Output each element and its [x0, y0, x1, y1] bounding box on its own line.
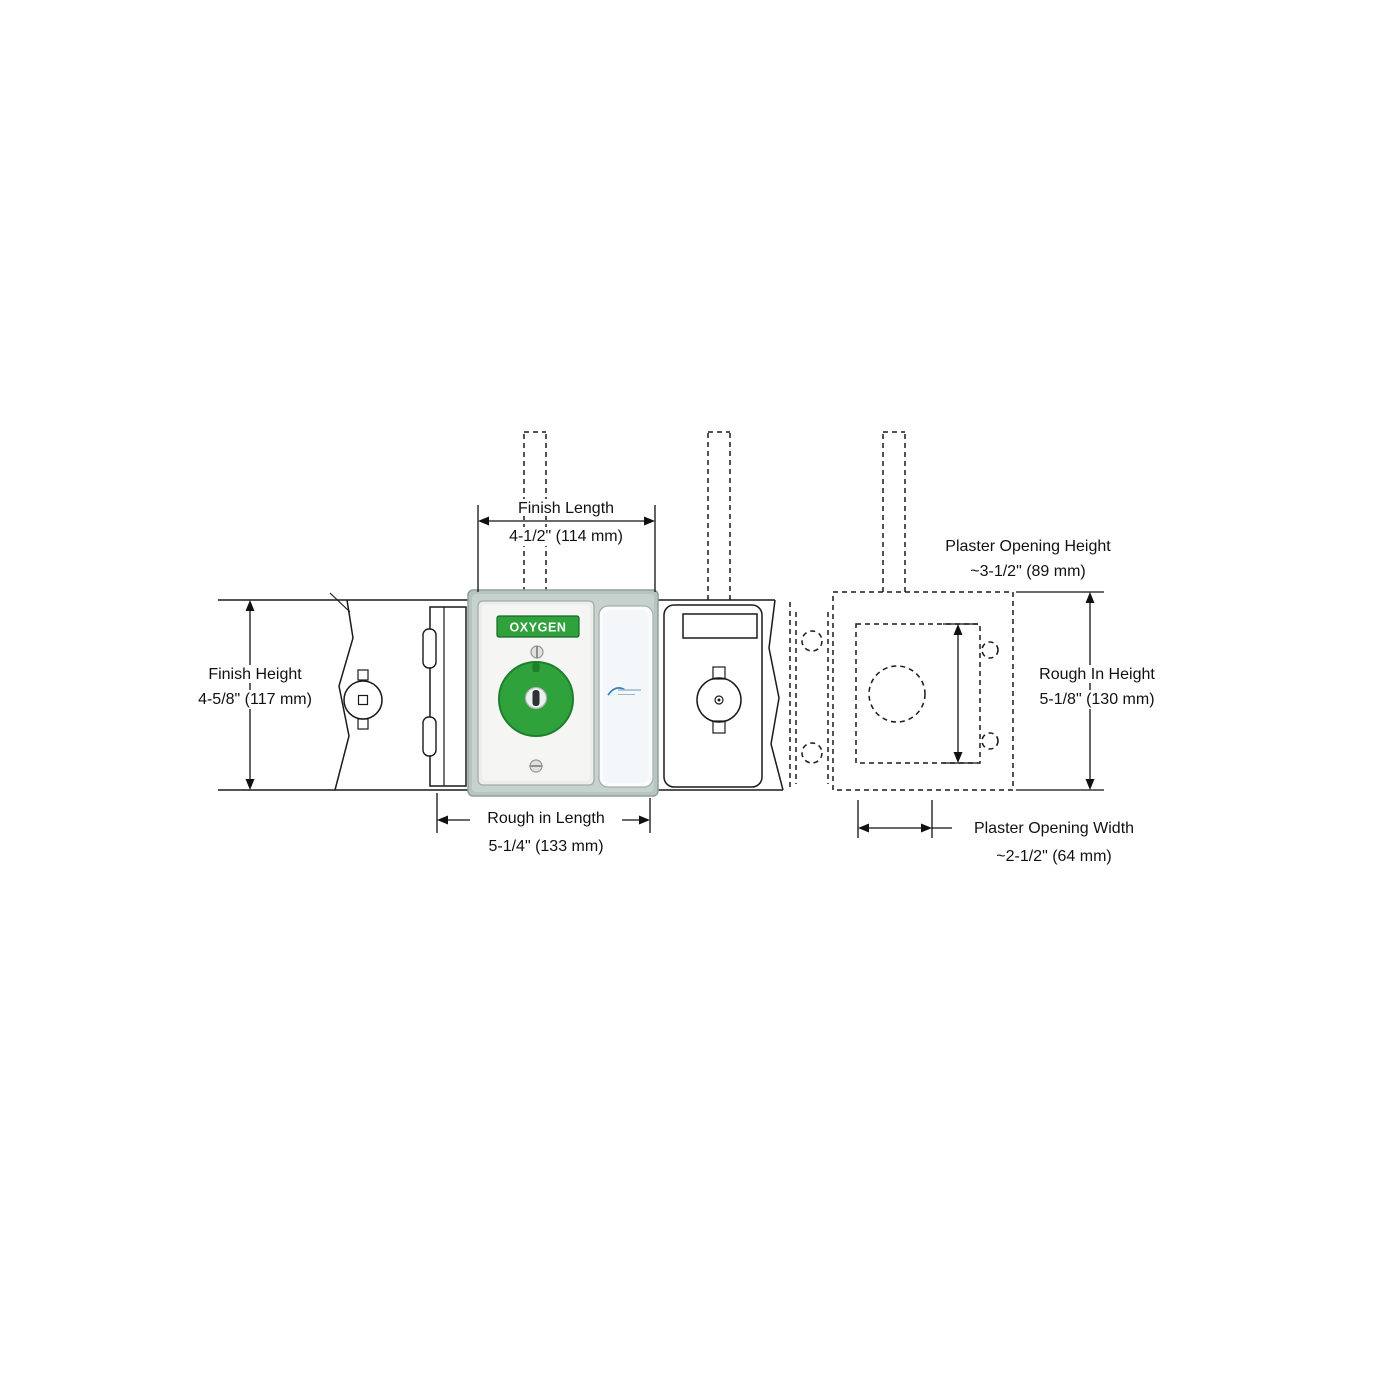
arrowhead-left [858, 823, 869, 833]
latch-panel-tint [603, 610, 649, 783]
arrowhead-left [437, 815, 448, 825]
value-mask [1029, 690, 1166, 709]
finish-length-label: Finish Length [518, 500, 614, 517]
rough-in-box-dashed [832, 591, 1014, 791]
arrowhead-top [953, 624, 963, 635]
finish-length-value: 4-1/2" (114 mm) [509, 528, 623, 545]
index-pin-top [357, 669, 369, 681]
gas-id-label [496, 615, 580, 638]
rough-in-length-dimension: Rough in Length 5-1/4" (133 mm) [436, 793, 651, 855]
outlet-bore-outline [696, 677, 742, 723]
index-pin-bottom [357, 718, 369, 730]
plaster-opening-width-dimension: Plaster Opening Width ~2-1/2" (64 mm) [857, 800, 1134, 865]
arrowhead-right [644, 516, 655, 526]
arrowhead-left [478, 516, 489, 526]
center-dot [717, 698, 721, 702]
finish-height-label: Finish Height [208, 666, 302, 683]
arrowhead-bottom [1085, 779, 1095, 790]
dashed-screw-hole-bottom-right [981, 732, 999, 750]
index-pin-top [712, 666, 726, 680]
dashed-screw-hole-bottom-left [801, 742, 823, 764]
outlet-index-notch [532, 663, 540, 672]
rough-in-length-label: Rough in Length [487, 810, 604, 827]
torn-edge-right [768, 599, 784, 791]
rough-in-height-dimension: Rough In Height 5-1/8" (130 mm) [1016, 591, 1166, 791]
faceplate-outline [663, 604, 763, 788]
label-mask [1032, 665, 1163, 683]
outlet-bore-outline [343, 680, 383, 720]
label-mask [192, 665, 318, 683]
label-mask [470, 808, 622, 827]
arrowhead-right [639, 815, 650, 825]
arrowhead-bottom [953, 752, 963, 763]
plaster-opening-dashed-drawing [789, 591, 1014, 791]
plaster-opening-width-label: Plaster Opening Width [974, 820, 1134, 837]
value-mask [494, 527, 639, 546]
dashed-screw-hole-top-right [981, 641, 999, 659]
left-rough-in-outline [218, 592, 470, 791]
plaster-opening-width-value: ~2-1/2" (64 mm) [996, 848, 1112, 865]
value-mask [187, 690, 324, 709]
right-faceplate-outline [657, 599, 784, 791]
arrowhead-top [1085, 592, 1095, 603]
arrowhead-top [245, 600, 255, 611]
arrowhead-bottom [245, 779, 255, 790]
bracket-slot-bottom [422, 716, 437, 757]
arrowhead-right [921, 823, 932, 833]
outlet-center-slot [532, 690, 540, 706]
torn-edge-tick [329, 592, 351, 613]
bracket-slot-top [422, 628, 437, 669]
mounting-straps [523, 431, 906, 600]
mounting-strap-middle [707, 431, 731, 600]
label-window-outline [682, 613, 758, 639]
center-ring [714, 695, 724, 705]
outlet-bore-dashed [868, 665, 926, 723]
rough-in-length-value: 5-1/4" (133 mm) [488, 838, 603, 855]
plaster-opening-height-dimension: Plaster Opening Height ~3-1/2" (89 mm) [943, 538, 1111, 764]
gas-id-text: OXYGEN [509, 621, 566, 635]
brand-logo-icon [607, 687, 641, 696]
dashed-screw-hole-top-left [801, 630, 823, 652]
finish-length-dimension: Finish Length 4-1/2" (114 mm) [477, 499, 656, 592]
oxygen-outlet-device: OXYGEN [467, 589, 659, 797]
rough-in-height-label: Rough In Height [1039, 666, 1155, 683]
center-key-square [357, 694, 369, 706]
label-mask [498, 499, 634, 516]
finish-height-dimension: Finish Height 4-5/8" (117 mm) [187, 600, 324, 790]
mounting-strap-right [882, 431, 906, 592]
rough-in-height-value: 5-1/8" (130 mm) [1039, 691, 1154, 708]
plaster-opening-height-label: Plaster Opening Height [945, 538, 1111, 555]
mounting-strap-left [523, 431, 547, 592]
index-pin-bottom [712, 720, 726, 734]
finish-height-value: 4-5/8" (117 mm) [198, 691, 312, 708]
plaster-opening-dashed [855, 623, 981, 764]
torn-edge-left [334, 599, 354, 791]
plaster-opening-height-value: ~3-1/2" (89 mm) [970, 563, 1086, 580]
